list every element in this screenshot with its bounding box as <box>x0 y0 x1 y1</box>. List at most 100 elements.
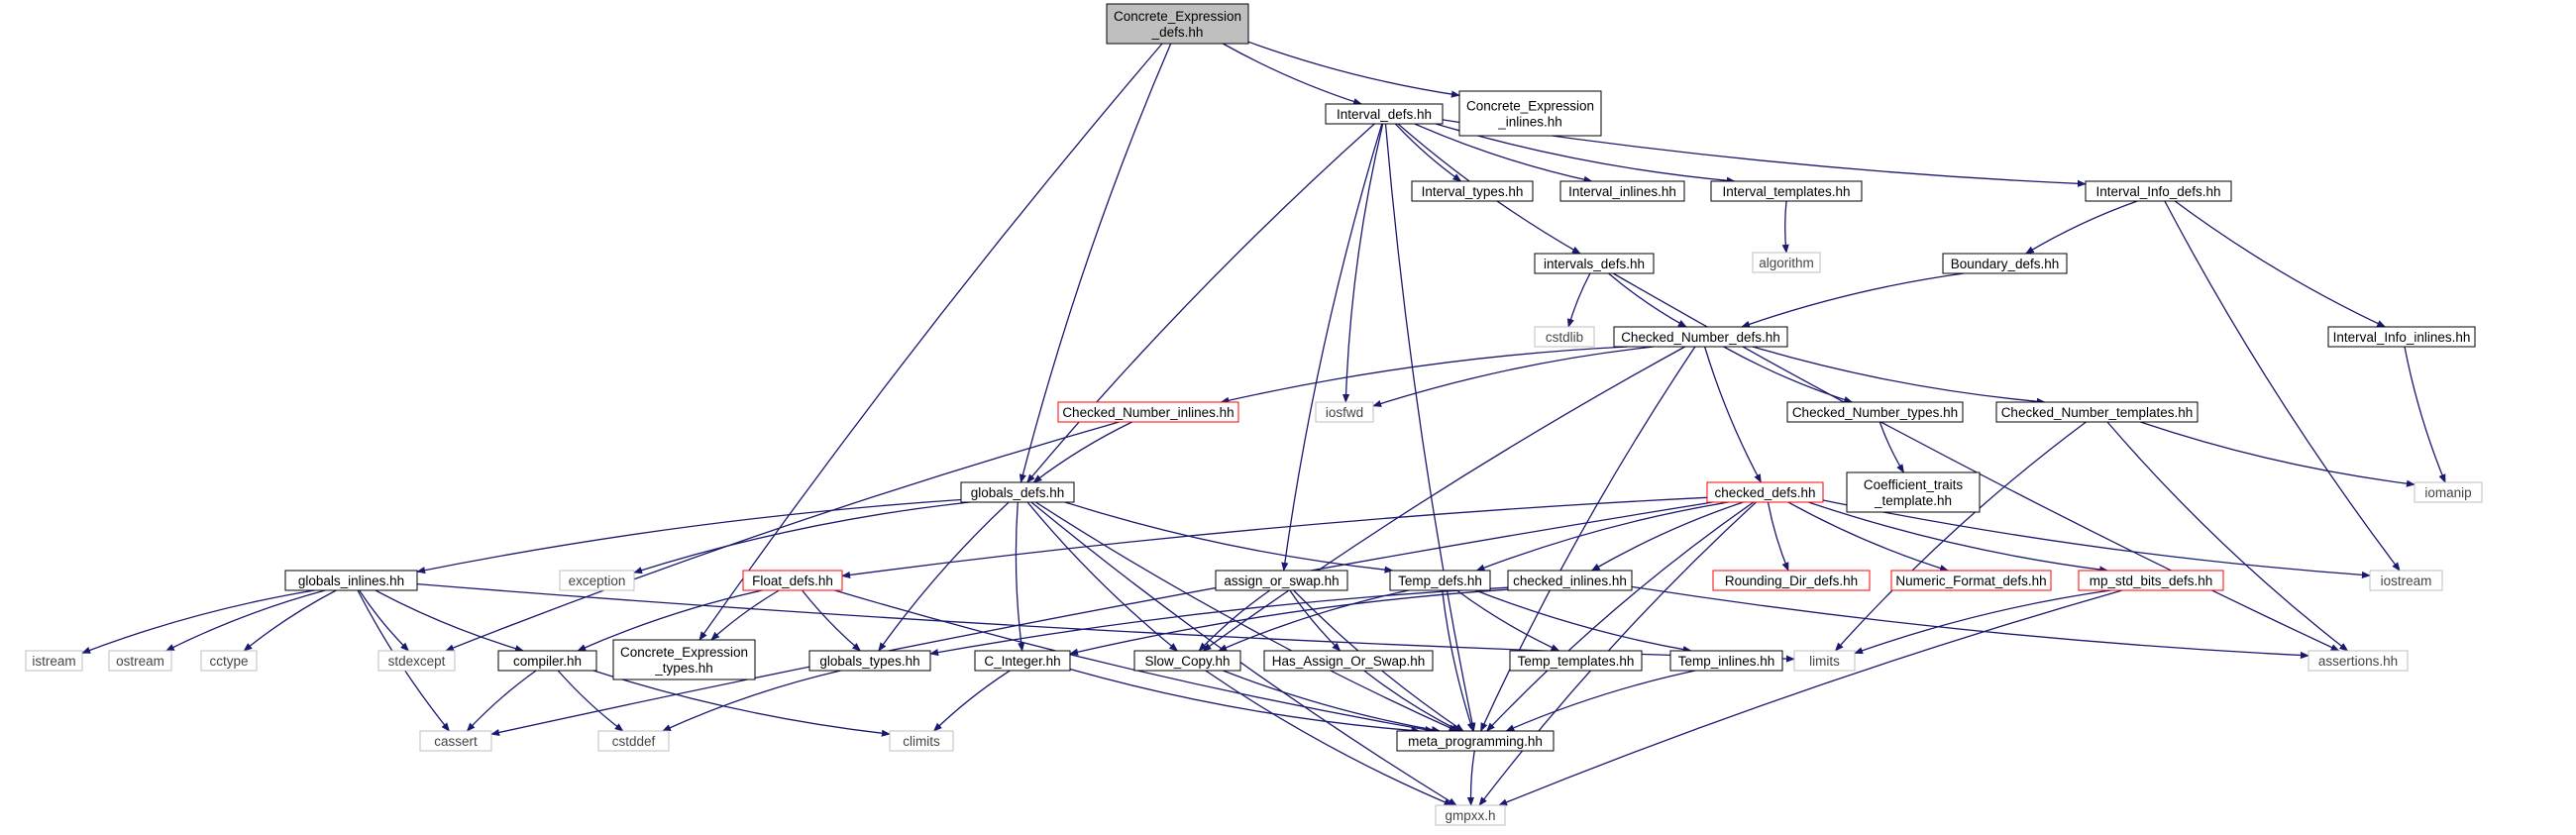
edge-interval_defs-to-iosfwd <box>1342 123 1384 403</box>
node-float-defs[interactable]: Float_defs.hh <box>742 570 843 591</box>
node-exception: exception <box>559 570 635 591</box>
edge-globals_defs-to-globals_inlines <box>416 498 962 574</box>
node-box <box>200 650 258 672</box>
node-box <box>1786 401 1964 423</box>
node-box <box>1995 401 2199 423</box>
node-root[interactable]: Concrete_Expression_defs.hh <box>1106 3 1249 45</box>
node-label: globals_inlines.hh <box>298 574 404 588</box>
node-box <box>742 570 843 591</box>
node-interval-templates[interactable]: Interval_templates.hh <box>1710 180 1863 202</box>
node-box <box>559 570 635 591</box>
node-box <box>1215 570 1348 591</box>
node-box <box>974 650 1071 672</box>
edge-c_integer-to-climits <box>932 670 1011 732</box>
node-box <box>1458 90 1602 137</box>
node-label: Checked_Number_types.hh <box>1792 405 1958 420</box>
node-globals-inlines[interactable]: globals_inlines.hh <box>284 570 418 591</box>
node-box <box>284 570 418 591</box>
node-algorithm: algorithm <box>1752 252 1821 273</box>
node-box <box>889 730 954 752</box>
node-checked-inlines[interactable]: checked_inlines.hh <box>1507 570 1633 591</box>
node-checked-number-types[interactable]: Checked_Number_types.hh <box>1786 401 1964 423</box>
node-meta-programming[interactable]: meta_programming.hh <box>1396 730 1555 752</box>
node-coefficient-traits[interactable]: Coefficient_traits_template.hh <box>1846 471 1981 513</box>
edge-temp_defs-to-temp_inlines <box>1474 589 1692 654</box>
node-intervals-defs[interactable]: intervals_defs.hh <box>1534 253 1655 274</box>
node-has-assign-or-swap[interactable]: Has_Assign_Or_Swap.hh <box>1263 650 1434 672</box>
node-globals-types[interactable]: globals_types.hh <box>808 650 931 672</box>
node-checked-number-defs[interactable]: Checked_Number_defs.hh <box>1613 326 1788 348</box>
node-label: limits <box>1809 654 1840 669</box>
edge-globals_defs-to-temp_defs <box>1064 501 1394 574</box>
node-label: Temp_inlines.hh <box>1678 654 1775 669</box>
edge-interval_defs-to-globals_defs <box>1026 123 1375 483</box>
node-checked-number-inlines[interactable]: Checked_Number_inlines.hh <box>1057 401 1239 423</box>
node-cstdlib: cstdlib <box>1534 326 1595 348</box>
node-label: algorithm <box>1759 256 1814 270</box>
node-label: exception <box>569 574 626 588</box>
node-box <box>1710 180 1863 202</box>
node-temp-templates[interactable]: Temp_templates.hh <box>1509 650 1643 672</box>
node-interval-types[interactable]: Interval_types.hh <box>1411 180 1534 202</box>
node-label: Coefficient_traits <box>1864 477 1964 492</box>
node-label: Interval_templates.hh <box>1722 184 1850 199</box>
node-iomanip: iomanip <box>2414 481 2483 503</box>
edge-float_defs-to-compiler <box>577 589 763 652</box>
edge-checked_number_defs-to-iosfwd <box>1372 346 1655 407</box>
node-label: C_Integer.hh <box>984 654 1060 669</box>
node-rounding-dir-defs[interactable]: Rounding_Dir_defs.hh <box>1712 570 1871 591</box>
edge-checked_number_defs-to-checked_defs <box>1703 346 1762 483</box>
edge-compiler-to-cassert <box>466 670 537 732</box>
node-box <box>1890 570 2052 591</box>
node-ce-inlines[interactable]: Concrete_Expression_inlines.hh <box>1458 90 1602 137</box>
node-interval-inlines[interactable]: Interval_inlines.hh <box>1559 180 1685 202</box>
node-globals-defs[interactable]: globals_defs.hh <box>960 481 1075 503</box>
node-checked-defs[interactable]: checked_defs.hh <box>1706 481 1824 503</box>
node-ce-types[interactable]: Concrete_Expression_types.hh <box>612 639 756 680</box>
node-label: iomanip <box>2424 485 2471 500</box>
node-slow-copy[interactable]: Slow_Copy.hh <box>1133 650 1241 672</box>
edge-intervals_defs-to-checked_number_defs <box>1608 272 1687 328</box>
node-checked-number-templates[interactable]: Checked_Number_templates.hh <box>1995 401 2199 423</box>
edge-checked_defs-to-temp_defs <box>1475 501 1729 572</box>
node-box <box>25 650 83 672</box>
edge-float_defs-to-ce_types <box>710 589 780 641</box>
node-box <box>960 481 1075 503</box>
node-box <box>377 650 456 672</box>
node-boundary-defs[interactable]: Boundary_defs.hh <box>1942 253 2068 274</box>
node-box <box>1793 650 1856 672</box>
node-box <box>108 650 172 672</box>
edge-c_integer-to-meta_programming <box>1069 668 1421 734</box>
edge-checked_inlines-to-c_integer <box>1069 588 1509 656</box>
node-mp-std-bits-defs[interactable]: mp_std_bits_defs.hh <box>2078 570 2224 591</box>
edge-globals_defs-to-slow_copy <box>1026 501 1179 652</box>
edge-globals_defs-to-globals_types <box>878 501 1010 652</box>
node-c-integer[interactable]: C_Integer.hh <box>974 650 1071 672</box>
node-compiler[interactable]: compiler.hh <box>497 650 597 672</box>
node-label: Temp_defs.hh <box>1398 574 1482 588</box>
edge-slow_copy-to-gmpxx <box>1205 670 1453 806</box>
node-interval-info-defs[interactable]: Interval_Info_defs.hh <box>2085 180 2232 202</box>
edge-checked_number_templates-to-iomanip <box>2140 421 2415 487</box>
node-interval-info-inlines[interactable]: Interval_Info_inlines.hh <box>2327 326 2476 348</box>
node-assign-or-swap[interactable]: assign_or_swap.hh <box>1215 570 1348 591</box>
node-label: gmpxx.h <box>1445 808 1495 823</box>
node-interval-defs[interactable]: Interval_defs.hh <box>1325 103 1444 125</box>
node-box <box>1669 650 1783 672</box>
node-label: checked_inlines.hh <box>1513 574 1627 588</box>
node-label: iostream <box>2381 574 2432 588</box>
edge-interval_info_defs-to-interval_info_inlines <box>2174 200 2387 328</box>
node-label: Concrete_Expression <box>1466 99 1594 114</box>
edge-checked_number_defs-to-checked_number_inlines <box>1220 346 1629 404</box>
node-box <box>2327 326 2476 348</box>
edge-checked_defs-to-cassert <box>490 501 1714 736</box>
node-numeric-format-defs[interactable]: Numeric_Format_defs.hh <box>1890 570 2052 591</box>
node-temp-defs[interactable]: Temp_defs.hh <box>1389 570 1491 591</box>
node-box <box>1435 804 1506 826</box>
node-label: Interval_inlines.hh <box>1568 184 1676 199</box>
node-assertions: assertions.hh <box>2308 650 2409 672</box>
edge-globals_defs-to-c_integer <box>1015 501 1025 652</box>
node-temp-inlines[interactable]: Temp_inlines.hh <box>1669 650 1783 672</box>
node-box <box>1106 3 1249 45</box>
node-label: meta_programming.hh <box>1408 734 1543 749</box>
